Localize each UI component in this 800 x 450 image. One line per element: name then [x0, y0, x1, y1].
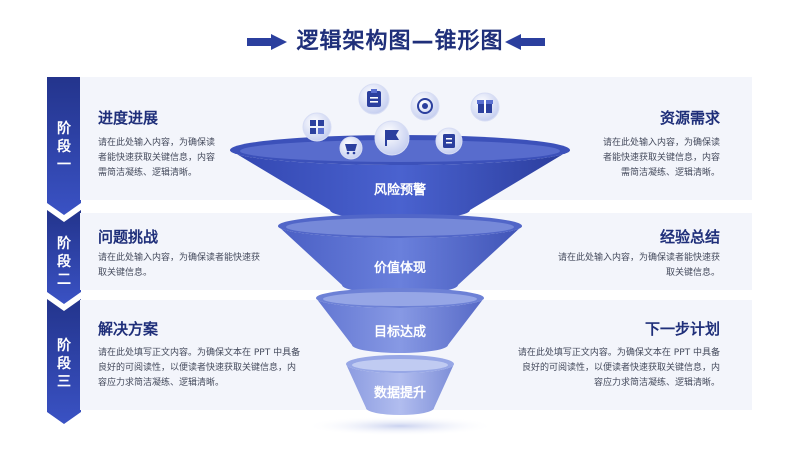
funnel-shadow: [305, 416, 495, 436]
gift-icon: [470, 92, 500, 122]
arrow-right-icon: [247, 34, 287, 50]
stage-3-label: 阶段三: [57, 338, 71, 390]
grid-icon: [302, 112, 332, 142]
funnel-layer-3: [316, 288, 484, 353]
title-bar: 逻辑架构图—锥形图: [0, 22, 800, 62]
right-heading-2: 经验总结: [659, 228, 720, 246]
left-body-2: 请在此处输入内容，为确保读者能快速获取关键信息。: [98, 253, 261, 278]
funnel-label-4: 数据提升: [373, 386, 426, 401]
left-body-3: 请在此处填写正文内容。为确保文本在 PPT 中具备良好的可阅读性，以便读者快速获…: [98, 348, 301, 388]
right-body-3: 请在此处填写正文内容。为确保文本在 PPT 中具备良好的可阅读性，以便读者快速获…: [517, 348, 720, 388]
cart-icon: [339, 136, 363, 160]
flag-icon: [374, 120, 410, 156]
left-body-1: 请在此处输入内容，为确保读者能快速获取关键信息，内容需简洁凝练、逻辑清晰。: [98, 138, 216, 178]
right-heading-1: 资源需求: [659, 109, 720, 127]
funnel-layer-4: [346, 355, 454, 415]
left-heading-2: 问题挑战: [98, 228, 159, 246]
right-body-2: 请在此处输入内容，为确保读者能快速获取关键信息。: [557, 253, 720, 278]
target-icon: [410, 91, 440, 121]
arrow-left-icon: [505, 34, 545, 50]
right-body-1: 请在此处输入内容，为确保读者能快速获取关键信息，内容需简洁凝练、逻辑清晰。: [602, 138, 720, 178]
funnel-label-2: 价值体现: [373, 261, 426, 276]
stage-3-shape: [47, 299, 81, 424]
right-heading-3: 下一步计划: [644, 320, 720, 338]
stage-2-label: 阶段二: [57, 236, 71, 288]
left-heading-3: 解决方案: [98, 320, 159, 338]
funnel-label-1: 风险预警: [373, 183, 426, 198]
page-title: 逻辑架构图—锥形图: [296, 29, 504, 54]
left-heading-1: 进度进展: [98, 109, 159, 127]
funnel-label-3: 目标达成: [373, 325, 426, 340]
stage-2-shape: [47, 210, 81, 304]
funnel-layer-2: [278, 214, 522, 294]
document-icon: [435, 127, 463, 155]
stage-1-shape: [47, 77, 81, 215]
stage-1-label: 阶段一: [57, 121, 71, 173]
clipboard-icon: [358, 83, 390, 115]
